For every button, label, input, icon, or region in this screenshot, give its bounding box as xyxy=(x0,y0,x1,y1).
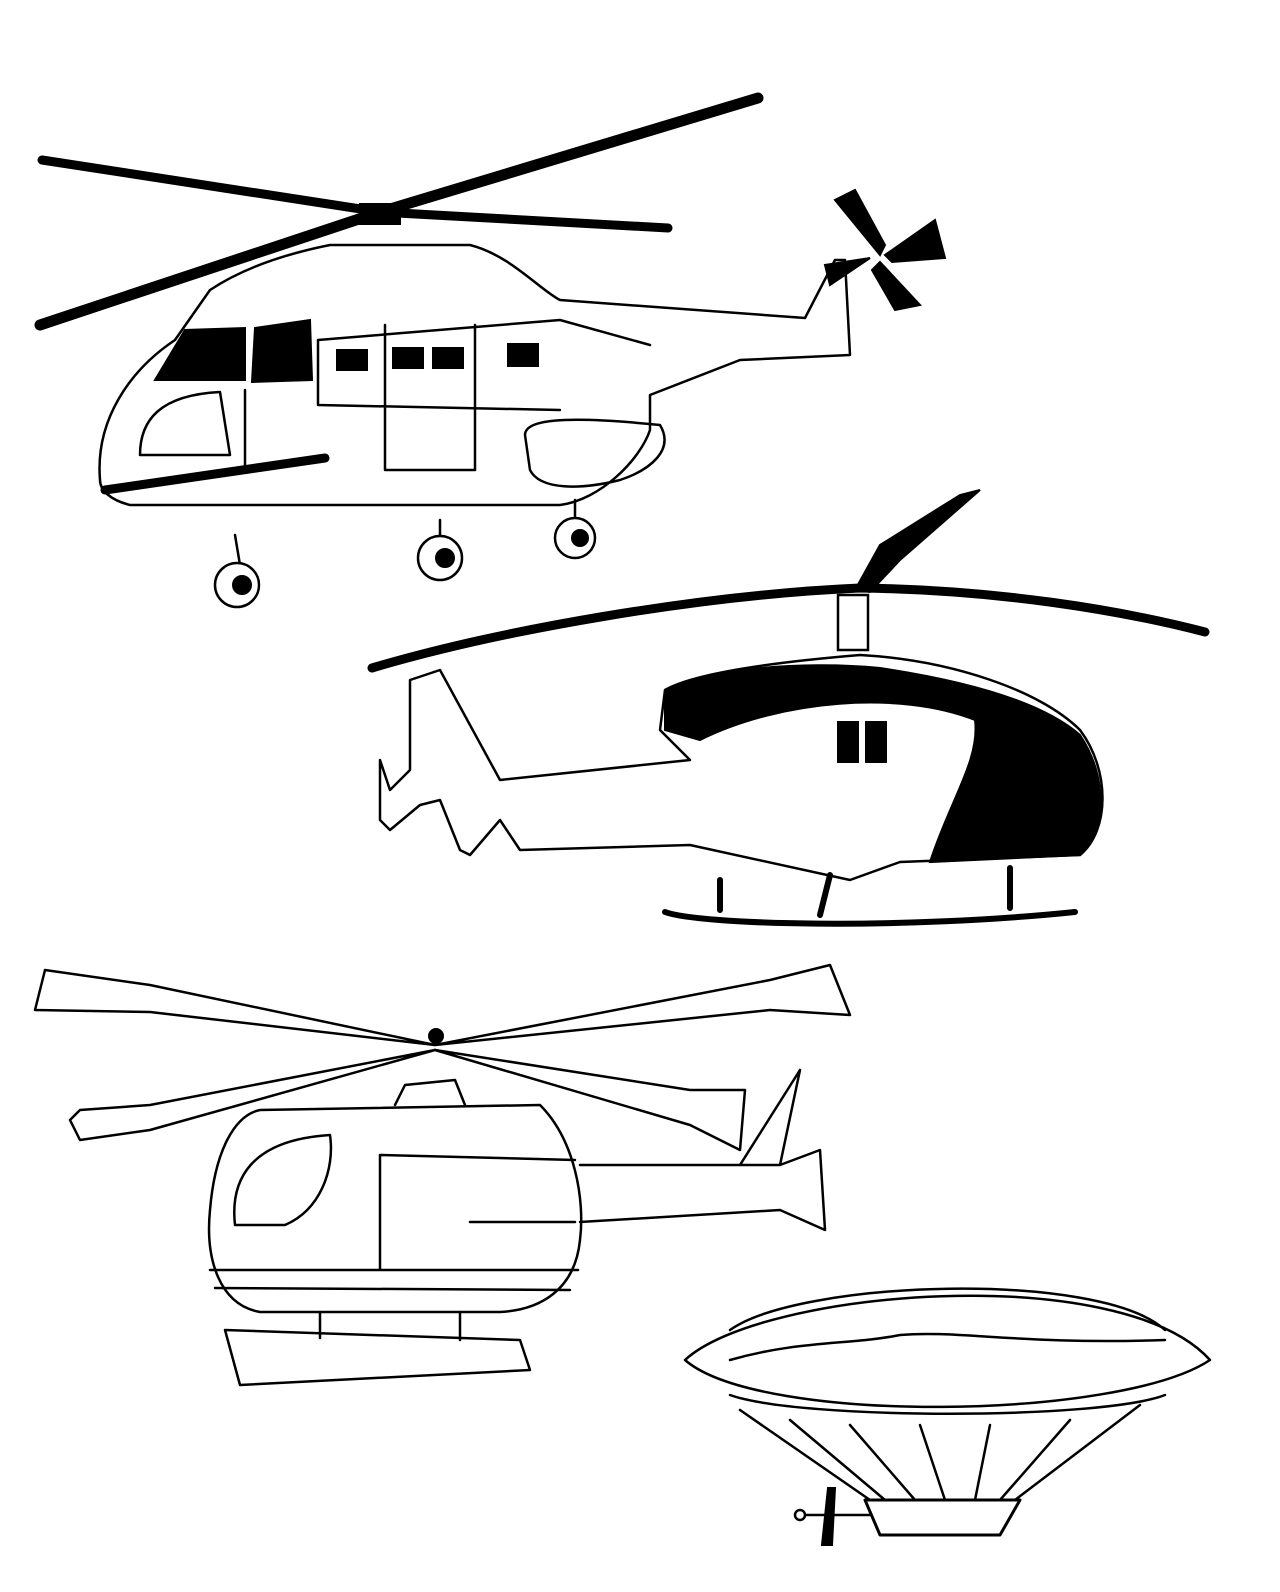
rigging-lines xyxy=(738,1403,1142,1502)
cabin-window xyxy=(865,721,887,763)
fuselage-details xyxy=(208,1068,827,1292)
envelope xyxy=(683,1294,1212,1409)
airship xyxy=(683,1287,1212,1546)
propeller-icon xyxy=(820,1487,837,1546)
fuselage-details xyxy=(138,318,666,488)
fuselage xyxy=(98,243,852,507)
landing-skids xyxy=(662,865,1078,927)
rotor-mast xyxy=(836,593,870,652)
gondola xyxy=(863,1498,1022,1537)
transport-helicopter xyxy=(34,92,947,609)
small-helicopter xyxy=(33,963,852,1387)
landing-skid xyxy=(223,1310,532,1387)
landing-wheels xyxy=(213,498,597,609)
light-helicopter xyxy=(367,489,1210,927)
main-rotor xyxy=(34,92,764,331)
main-rotor xyxy=(367,583,1210,673)
cabin-windows xyxy=(336,343,539,371)
main-rotor xyxy=(33,963,852,1152)
cockpit-windows xyxy=(153,318,314,384)
tail-rotor xyxy=(823,188,947,312)
fuselage xyxy=(207,1103,583,1314)
rotor-blade-raised xyxy=(853,489,981,594)
dark-canopy xyxy=(664,664,1102,864)
envelope-bands xyxy=(728,1287,1167,1415)
cabin-window xyxy=(837,721,859,763)
side-stripe xyxy=(100,453,330,495)
